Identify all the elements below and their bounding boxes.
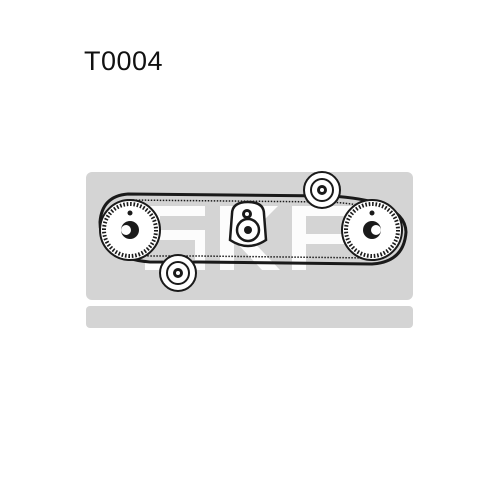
lower-idler-pulley	[159, 254, 197, 292]
left-camshaft-pulley	[99, 199, 161, 261]
part-number: T0004	[84, 46, 164, 76]
center-tensioner-pulley	[228, 200, 268, 248]
right-camshaft-pulley	[341, 199, 403, 261]
upper-idler-pulley	[303, 171, 341, 209]
